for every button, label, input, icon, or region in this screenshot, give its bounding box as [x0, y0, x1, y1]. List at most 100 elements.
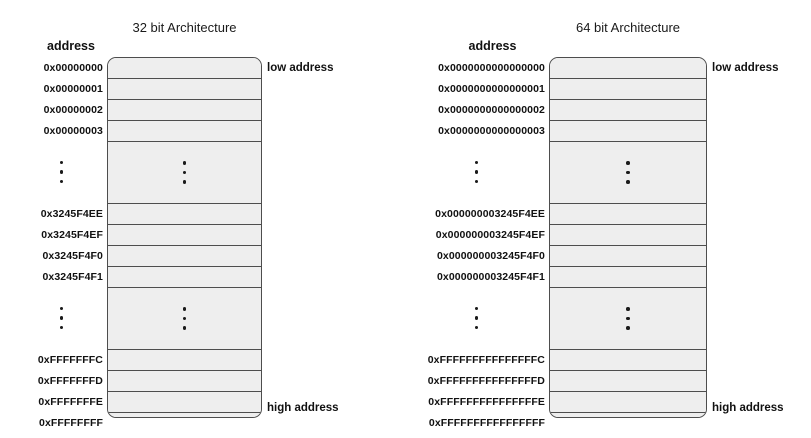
- address-label-32: 0x00000002: [43, 103, 103, 116]
- memory-cell-64: [550, 204, 706, 225]
- address-label-32: 0xFFFFFFFC: [37, 353, 103, 366]
- ellipsis-dot: [59, 325, 64, 330]
- ellipsis-dot: [474, 306, 479, 311]
- address-column-32: 0x00000000 0x00000001 0x00000002 0x00000003…: [20, 57, 103, 433]
- memory-cell-64: [550, 121, 706, 142]
- memory-gap-row-32: [108, 288, 261, 350]
- memory-cell-32: [108, 79, 261, 100]
- address-label-64: 0xFFFFFFFFFFFFFFFE: [428, 395, 545, 408]
- address-label-64: 0xFFFFFFFFFFFFFFFD: [427, 374, 545, 387]
- vertical-ellipsis-memory-64-9: [626, 307, 630, 330]
- ellipsis-dot: [182, 161, 187, 165]
- memory-cell-64: [550, 267, 706, 288]
- ellipsis-dot: [474, 160, 479, 165]
- address-column-header-32: address: [47, 39, 95, 53]
- arch-title-32: 32 bit Architecture: [132, 20, 237, 35]
- address-label-64: 0x000000003245F4F1: [436, 270, 545, 283]
- address-label-64: 0x000000003245F4F0: [436, 249, 545, 262]
- memory-cell-32: [108, 246, 261, 267]
- low-address-label-32: low address: [267, 61, 334, 74]
- memory-cell-64: [550, 225, 706, 246]
- address-gap-32: [20, 141, 103, 203]
- ellipsis-dot: [182, 307, 187, 311]
- address-gap-64: [408, 287, 545, 349]
- address-label-32: 0x3245F4F0: [42, 249, 103, 262]
- memory-block-32: [107, 57, 262, 418]
- vertical-ellipsis-address-32-9: [59, 306, 64, 330]
- memory-cell-32: [108, 267, 261, 288]
- memory-cell-32: [108, 58, 261, 79]
- address-label-32: 0x00000003: [43, 124, 103, 137]
- memory-cell-64: [550, 246, 706, 267]
- memory-cell-32: [108, 350, 261, 371]
- memory-cell-64: [550, 413, 706, 417]
- address-label-64: 0x0000000000000002: [438, 103, 545, 116]
- memory-cell-32: [108, 371, 261, 392]
- memory-cell-64: [550, 79, 706, 100]
- ellipsis-dot: [626, 170, 630, 175]
- ellipsis-dot: [474, 316, 479, 320]
- ellipsis-dot: [474, 170, 479, 174]
- ellipsis-dot: [626, 307, 630, 311]
- memory-gap-row-32: [108, 142, 261, 204]
- low-address-label-64: low address: [712, 61, 779, 74]
- address-label-64: 0x000000003245F4EF: [435, 228, 545, 241]
- vertical-ellipsis-address-64-4: [474, 160, 479, 184]
- memory-cell-64: [550, 350, 706, 371]
- ellipsis-dot: [59, 316, 64, 320]
- address-label-64: 0x0000000000000003: [438, 124, 545, 137]
- address-label-32: 0x00000001: [43, 82, 103, 95]
- high-address-label-32: high address: [267, 401, 339, 414]
- ellipsis-dot: [626, 316, 630, 321]
- memory-gap-row-64: [550, 142, 706, 204]
- address-label-64: 0xFFFFFFFFFFFFFFFC: [427, 353, 545, 366]
- memory-gap-row-64: [550, 288, 706, 350]
- address-gap-32: [20, 287, 103, 349]
- address-label-32: 0xFFFFFFFF: [39, 416, 103, 429]
- address-label-32: 0x00000000: [43, 61, 103, 74]
- arch-title-64: 64 bit Architecture: [575, 20, 681, 35]
- address-label-64: 0xFFFFFFFFFFFFFFFF: [428, 416, 545, 429]
- vertical-ellipsis-address-32-4: [59, 160, 64, 184]
- ellipsis-dot: [182, 316, 187, 321]
- address-label-32: 0x3245F4EF: [41, 228, 103, 241]
- high-address-label-64: high address: [712, 401, 784, 414]
- address-label-64: 0x0000000000000000: [438, 61, 545, 74]
- address-label-32: 0x3245F4F1: [42, 270, 103, 283]
- ellipsis-dot: [626, 161, 630, 165]
- ellipsis-dot: [182, 326, 187, 330]
- ellipsis-dot: [59, 306, 64, 311]
- address-label-64: 0x000000003245F4EE: [435, 207, 545, 220]
- address-column-64: 0x0000000000000000 0x0000000000000001 0x00…: [408, 57, 545, 433]
- memory-cell-32: [108, 100, 261, 121]
- memory-cell-64: [550, 371, 706, 392]
- memory-cell-32: [108, 392, 261, 413]
- address-gap-64: [408, 141, 545, 203]
- memory-cell-64: [550, 58, 706, 79]
- memory-cell-64: [550, 100, 706, 121]
- vertical-ellipsis-memory-32-4: [182, 161, 187, 184]
- ellipsis-dot: [182, 170, 187, 175]
- memory-cell-32: [108, 121, 261, 142]
- address-label-32: 0xFFFFFFFE: [38, 395, 103, 408]
- address-label-64: 0x0000000000000001: [438, 82, 545, 95]
- ellipsis-dot: [626, 180, 630, 184]
- memory-cell-64: [550, 392, 706, 413]
- ellipsis-dot: [59, 179, 64, 184]
- memory-cell-32: [108, 225, 261, 246]
- memory-cell-32: [108, 204, 261, 225]
- ellipsis-dot: [59, 160, 64, 165]
- ellipsis-dot: [626, 326, 630, 330]
- ellipsis-dot: [474, 179, 479, 184]
- vertical-ellipsis-memory-32-9: [182, 307, 187, 330]
- vertical-ellipsis-memory-64-4: [626, 161, 630, 184]
- ellipsis-dot: [182, 180, 187, 184]
- address-column-header-64: address: [468, 39, 517, 53]
- memory-block-64: [549, 57, 707, 418]
- memory-cell-32: [108, 413, 261, 417]
- address-label-32: 0x3245F4EE: [40, 207, 103, 220]
- ellipsis-dot: [474, 325, 479, 330]
- vertical-ellipsis-address-64-9: [474, 306, 479, 330]
- address-label-32: 0xFFFFFFFD: [37, 374, 103, 387]
- ellipsis-dot: [59, 170, 64, 174]
